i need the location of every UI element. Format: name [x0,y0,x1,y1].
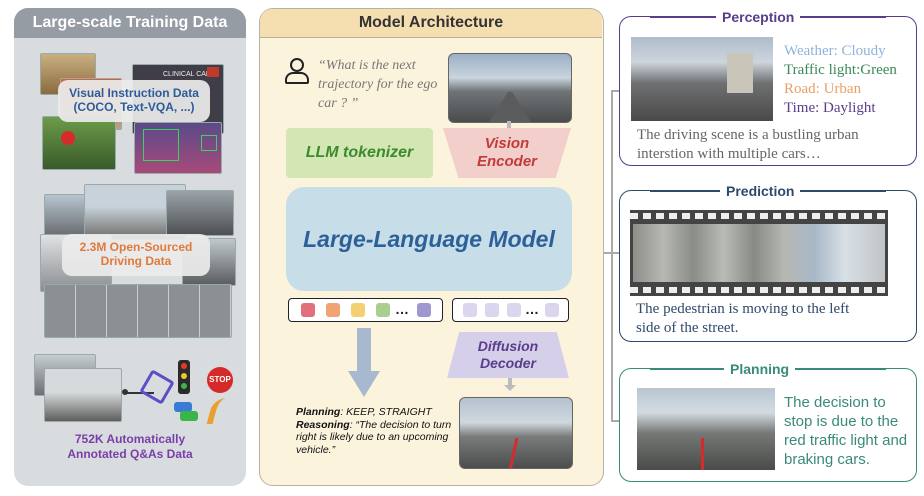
connector-vertical [611,90,613,420]
curvy-road-icon [206,398,240,424]
question-text: “What is the next trajectory for the ego… [318,58,438,111]
text-token-group: … [288,298,443,322]
connector-perception [611,90,619,92]
vision-token-ellipsis: … [525,301,539,317]
diffusion-decoder-box: Diffusion Decoder [447,332,569,378]
output-down-arrow [348,328,380,398]
training-data-title: Large-scale Training Data [14,8,246,38]
vision-encoder-line1: Vision [484,135,530,152]
traffic-light-icon [178,360,190,394]
cars-icon [174,402,198,422]
token-2 [326,303,340,317]
visual-instruction-line1: Visual Instruction Data [69,86,199,100]
vision-encoder-box: Vision Encoder [443,128,571,178]
prediction-filmstrip [630,210,888,296]
time-text: Time: Daylight [784,100,876,116]
token-4 [376,303,390,317]
road-text: Road: Urban [784,81,862,97]
weather-text: Weather: Cloudy [784,43,886,59]
vision-input-arrow [507,121,511,128]
planning-label: Planning [296,406,341,418]
arrow-dot [122,389,128,395]
open-sourced-line1: 2.3M Open-Sourced [79,240,193,254]
vision-token-4 [545,303,559,317]
driving-image-6 [44,284,232,338]
planning-output-text: Planning: KEEP, STRAIGHT Reasoning: “The… [296,406,456,456]
planning-value: : KEEP, STRAIGHT [340,406,432,418]
vision-token-1 [463,303,477,317]
visual-instruction-line2: (COCO, Text-VQA, ...) [73,100,195,114]
instruction-image-3 [42,116,116,170]
visual-instruction-caption: Visual Instruction Data (COCO, Text-VQA,… [58,80,210,122]
planning-description: The decision to stop is due to the red t… [784,394,908,468]
vision-encoder-line2: Encoder [476,153,537,170]
qwen-logo-icon [139,369,175,405]
connector-prediction [604,252,619,254]
vision-token-2 [485,303,499,317]
perception-attributes: Weather: Cloudy Traffic light:Green Road… [784,42,897,118]
planning-image [637,388,775,470]
connector-planning [611,420,619,422]
prediction-description: The pedestrian is moving to the left sid… [636,301,850,336]
output-trajectory-image [459,397,573,469]
qa-data-line2: Annotated Q&As Data [67,447,193,461]
vision-token-group: … [452,298,569,322]
decoder-output-arrow [508,378,512,386]
diffusion-decoder-line2: Decoder [479,355,537,371]
token-1 [301,303,315,317]
qa-data-line1: 752K Automatically [74,432,186,446]
prediction-title: Prediction [720,183,801,199]
traffic-light-text: Traffic light:Green [784,62,897,78]
driving-image-3 [166,190,234,236]
qa-image-front [44,368,122,422]
decoder-output-arrowhead [504,385,516,391]
perception-image [631,37,773,121]
reasoning-label: Reasoning [296,418,350,431]
large-language-model-box: Large-Language Model [286,187,572,291]
clinical-care-text: CLINICAL CARE [163,71,216,78]
training-data-panel: Large-scale Training Data CLINICAL CARE … [14,8,246,486]
stop-sign-icon: STOP [207,367,233,393]
token-5 [417,303,431,317]
token-3 [351,303,365,317]
qa-data-caption: 752K Automatically Annotated Q&As Data [14,432,246,462]
input-camera-image [448,53,572,123]
model-architecture-title: Model Architecture [260,9,602,38]
planning-title: Planning [724,361,796,377]
llm-tokenizer-box: LLM tokenizer [286,128,433,178]
perception-title: Perception [716,9,801,25]
arrow-line [126,392,154,394]
instruction-image-4 [134,122,222,174]
reasoning-value: : “The decision to turn right is likely … [296,418,452,456]
diffusion-decoder-line1: Diffusion [477,338,539,354]
open-sourced-line2: Driving Data [100,254,172,268]
perception-description: The driving scene is a bustling urban in… [637,127,859,162]
token-ellipsis: … [395,301,409,317]
open-sourced-caption: 2.3M Open-Sourced Driving Data [62,234,210,276]
vision-token-3 [507,303,521,317]
user-icon [284,58,309,84]
